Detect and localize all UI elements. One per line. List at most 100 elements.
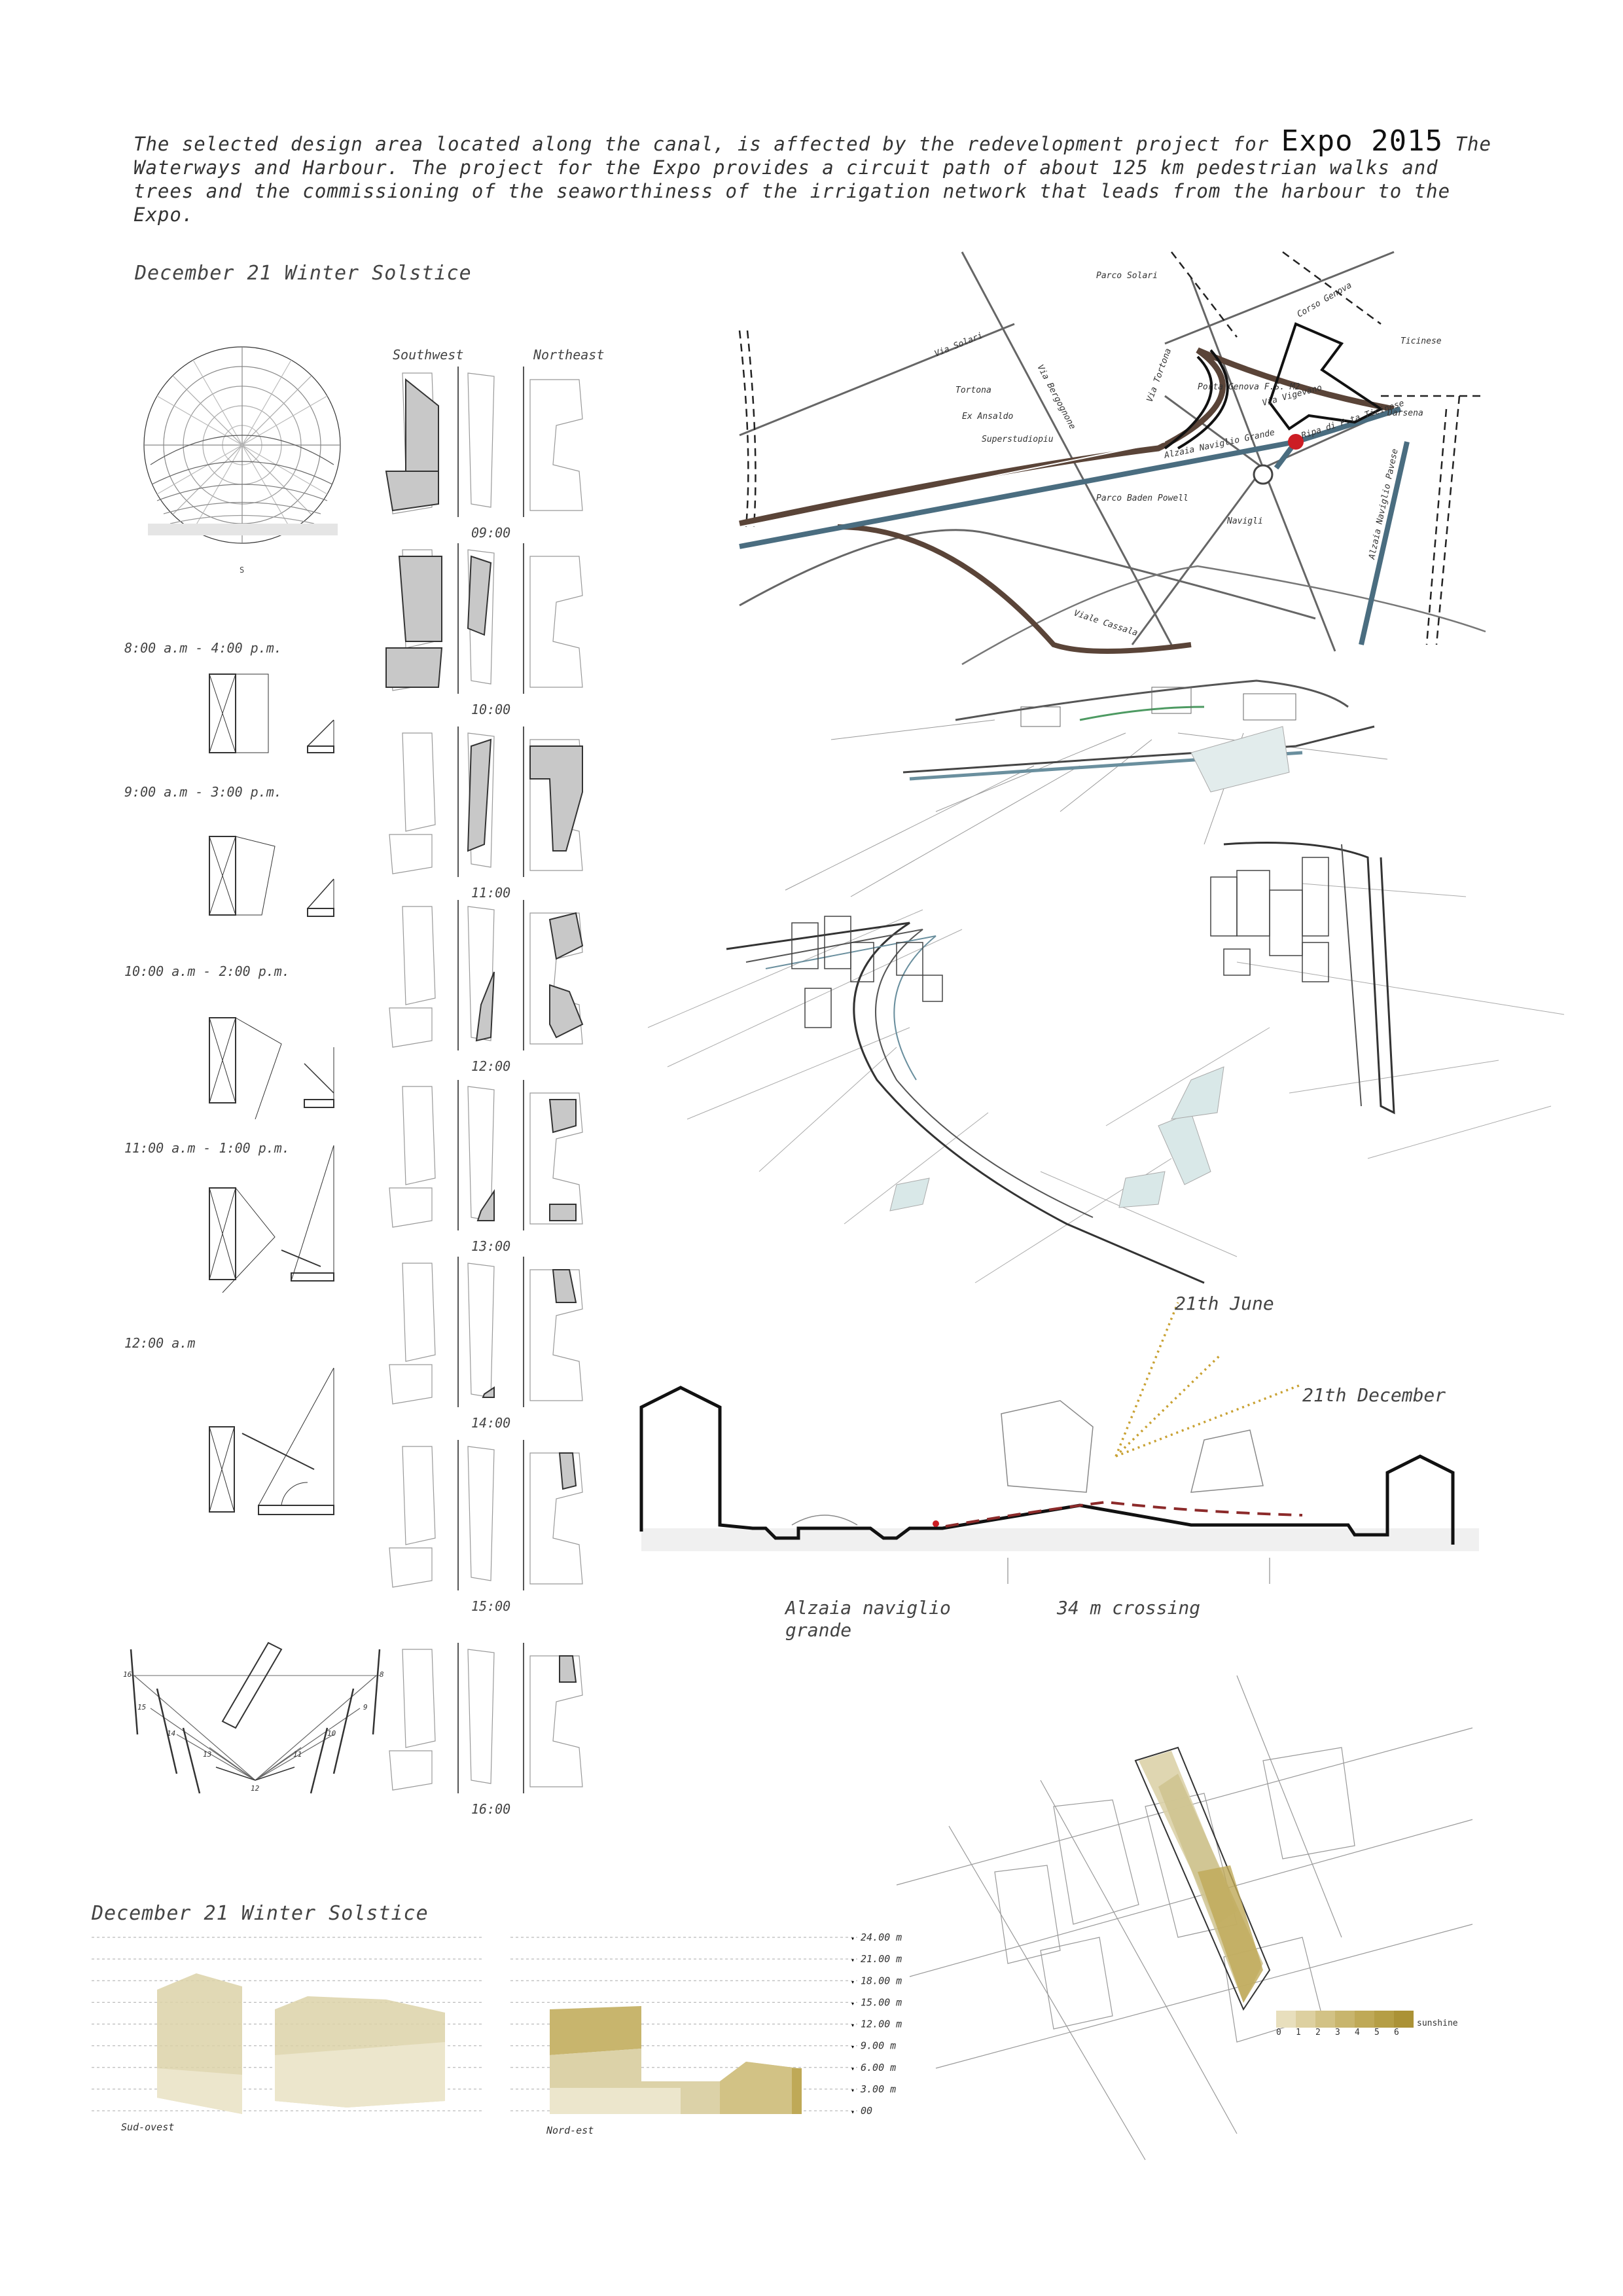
map-label-ripa: Ripa di P.ta Ticinese xyxy=(1300,399,1406,441)
hour-panel xyxy=(389,1440,583,1590)
legend-swatch xyxy=(1374,2011,1394,2028)
legend-label: sunshine xyxy=(1417,2018,1458,2028)
svg-text:▾: ▾ xyxy=(851,1935,855,1943)
legend-tick: 0 xyxy=(1276,2028,1281,2037)
legend-tick: 5 xyxy=(1374,2028,1380,2037)
site-section xyxy=(639,1302,1479,1584)
hour-panel xyxy=(389,726,583,877)
svg-text:▾: ▾ xyxy=(851,2087,855,2094)
fan-label-9: 9 xyxy=(363,1703,368,1712)
hour-label: 16:00 xyxy=(471,1801,511,1817)
interval-diagram-2 xyxy=(209,836,334,917)
hour-label: 13:00 xyxy=(471,1238,511,1254)
interval-diagram-5 xyxy=(209,1367,334,1515)
height-label: 15.00 m xyxy=(861,1996,902,2008)
height-label: 24.00 m xyxy=(861,1931,902,1943)
solstice-title: December 21 Winter Solstice xyxy=(135,262,472,285)
fan-label-13: 13 xyxy=(203,1750,211,1759)
legend-swatch xyxy=(1315,2011,1335,2028)
northeast-heading: Northeast xyxy=(533,347,605,363)
hour-label: 15:00 xyxy=(471,1598,511,1614)
map-label-ex-ansaldo: Ex Ansaldo xyxy=(962,412,1013,422)
svg-text:▾: ▾ xyxy=(851,2044,855,2051)
map-label-baden-powell: Parco Baden Powell xyxy=(1096,493,1188,503)
interval-8-16: 8:00 a.m - 4:00 p.m. xyxy=(124,640,282,656)
map-label-porta-genova: Porta Genova F.S. M2 xyxy=(1198,382,1300,392)
legend-swatch xyxy=(1394,2011,1414,2028)
height-label: 18.00 m xyxy=(861,1975,902,1986)
fan-label-12: 12 xyxy=(251,1784,260,1793)
height-label: 12.00 m xyxy=(861,2018,902,2030)
map-label-via-bergognone: Via Bergognone xyxy=(1035,363,1077,431)
map-label-darsena: Darsena xyxy=(1387,408,1423,418)
svg-text:▾: ▾ xyxy=(851,2066,855,2073)
legend-tick: 3 xyxy=(1335,2028,1340,2037)
site-map: Parco Solari Corso Genova Ticinese Via S… xyxy=(738,251,1486,666)
hour-label: 14:00 xyxy=(471,1415,511,1431)
map-label-parco-solari: Parco Solari xyxy=(1096,271,1158,281)
map-label-navigli: Navigli xyxy=(1226,516,1263,526)
legend-swatch xyxy=(1355,2011,1374,2028)
elevation-sud-ovest-label: Sud-ovest xyxy=(121,2121,174,2133)
intro-paragraph: The selected design area located along t… xyxy=(134,127,1495,226)
hour-panel xyxy=(389,1080,583,1230)
svg-text:▾: ▾ xyxy=(851,2022,855,2030)
map-label-superstudio: Superstudiopiu xyxy=(982,435,1054,444)
bottom-solstice-title: December 21 Winter Solstice xyxy=(92,1902,429,1925)
interval-diagram-1 xyxy=(209,673,334,753)
hour-panel xyxy=(385,367,583,517)
height-label: 00 xyxy=(861,2105,872,2117)
fan-label-11: 11 xyxy=(293,1750,302,1759)
crossing-label: 34 m crossing xyxy=(1057,1597,1201,1619)
june-label: 21th June xyxy=(1175,1293,1274,1314)
height-label: 3.00 m xyxy=(860,2083,896,2095)
legend-swatch xyxy=(1296,2011,1315,2028)
hour-panel xyxy=(389,1643,583,1793)
expo-title: Expo 2015 xyxy=(1281,124,1444,158)
sun-angle-fan: 16 15 14 13 12 11 10 9 8 xyxy=(123,1641,384,1794)
fan-label-8: 8 xyxy=(380,1670,384,1679)
interval-12: 12:00 a.m xyxy=(124,1335,196,1351)
hour-label: 12:00 xyxy=(471,1058,511,1074)
shade-plan xyxy=(896,1675,1473,2161)
hour-panel xyxy=(385,543,583,694)
interval-11-13: 11:00 a.m - 1:00 p.m. xyxy=(124,1140,290,1156)
intro-text-2: The Waterways and Harbour. The project f… xyxy=(134,133,1491,226)
hour-label: 10:00 xyxy=(471,702,511,717)
axonometric-bottom xyxy=(647,842,1565,1284)
legend-swatch xyxy=(1276,2011,1296,2028)
legend-tick: 1 xyxy=(1296,2028,1301,2037)
svg-text:▾: ▾ xyxy=(851,1957,855,1964)
sun-path-diagram: S xyxy=(143,346,341,575)
map-label-tortona: Tortona xyxy=(955,386,991,395)
hour-label: 09:00 xyxy=(471,525,511,541)
svg-text:▾: ▾ xyxy=(851,2109,855,2116)
height-label: 21.00 m xyxy=(861,1953,902,1965)
hour-panel xyxy=(389,900,584,1050)
svg-text:▾: ▾ xyxy=(851,1979,855,1986)
axonometric-top xyxy=(785,679,1388,897)
fan-label-15: 15 xyxy=(137,1703,146,1712)
hour-label: 11:00 xyxy=(471,885,511,901)
interval-diagram-3 xyxy=(209,1017,334,1120)
elevation-diagram: Sud-ovest Nord-est 24.00 m ▾ 21.00 m ▾ 18.00… xyxy=(92,1931,902,2136)
legend-tick: 4 xyxy=(1355,2028,1360,2037)
elevation-nord-est-label: Nord-est xyxy=(546,2125,594,2136)
map-label-ticinese: Ticinese xyxy=(1400,336,1442,346)
december-label: 21th December xyxy=(1302,1384,1446,1406)
interval-diagram-4 xyxy=(209,1145,334,1293)
intro-text-1: The selected design area located along t… xyxy=(134,133,1270,155)
fan-label-16: 16 xyxy=(123,1670,132,1679)
svg-text:S: S xyxy=(240,565,244,575)
map-label-via-tortona: Via Tortona xyxy=(1145,347,1174,403)
legend-tick: 2 xyxy=(1315,2028,1321,2037)
southwest-heading: Southwest xyxy=(393,347,464,363)
map-label-corso-genova: Corso Genova xyxy=(1296,281,1354,320)
interval-10-14: 10:00 a.m - 2:00 p.m. xyxy=(124,963,290,979)
interval-9-15: 9:00 a.m - 3:00 p.m. xyxy=(124,784,282,800)
fan-label-10: 10 xyxy=(327,1729,336,1738)
svg-text:▾: ▾ xyxy=(851,2000,855,2007)
map-label-viale-cassala: Viale Cassala xyxy=(1073,609,1139,639)
legend-swatch xyxy=(1335,2011,1355,2028)
